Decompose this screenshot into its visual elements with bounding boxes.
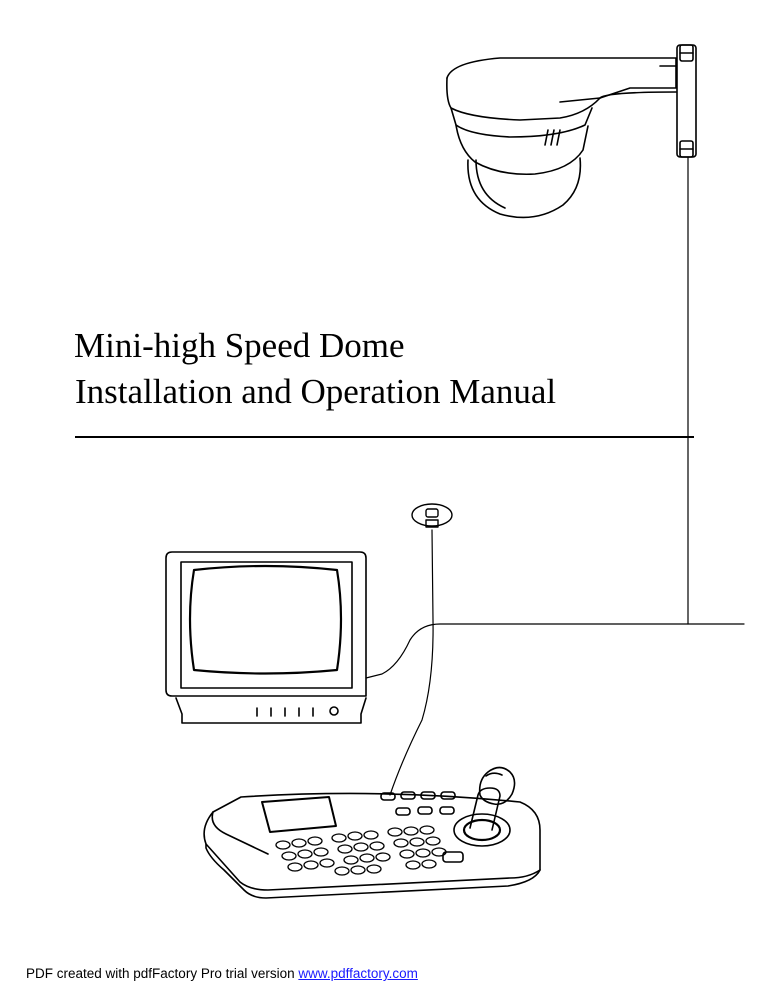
junction-box <box>411 503 453 528</box>
control-keyboard <box>203 766 541 899</box>
manual-title-line-2: Installation and Operation Manual <box>75 372 557 411</box>
pdf-footer: PDF created with pdfFactory Pro trial ve… <box>26 966 418 981</box>
cable-lines <box>365 156 745 796</box>
monitor <box>165 551 367 724</box>
manual-title-line-1: Mini-high Speed Dome <box>74 326 405 365</box>
pdf-footer-text: PDF created with pdfFactory Pro trial ve… <box>26 966 299 981</box>
title-divider <box>75 436 694 438</box>
pdffactory-link[interactable]: www.pdffactory.com <box>298 966 418 981</box>
speed-dome-camera <box>446 44 697 219</box>
